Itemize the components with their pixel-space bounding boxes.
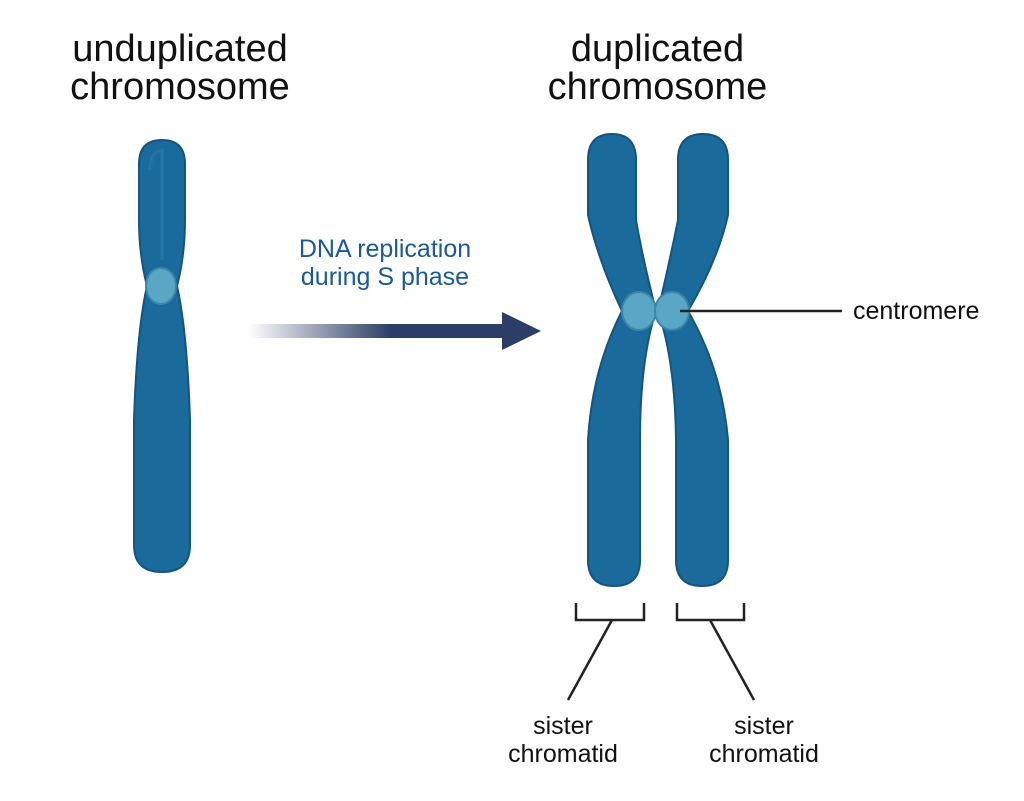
sister-chromatid-label-right-line1: sister [734,712,794,740]
process-label-line2: during S phase [300,263,470,291]
right-chromatid-bracket [675,603,756,701]
centromere-icon [145,267,177,305]
sister-chromatid-label-left: sister chromatid [488,712,638,768]
right-sister-chromatid [654,132,729,588]
sister-chromatid-label-left-line2: chromatid [508,740,618,768]
left-centromere-icon [621,291,657,331]
replication-arrow [248,312,541,350]
process-label: DNA replication during S phase [270,235,500,291]
centromere-label: centromere [853,297,980,325]
right-title: duplicated chromosome [535,30,780,106]
right-title-line1: duplicated [570,28,745,70]
left-title: unduplicated chromosome [60,30,300,106]
right-title-line2: chromosome [547,66,768,108]
sister-chromatid-label-left-line1: sister [533,712,593,740]
left-sister-chromatid [587,132,658,588]
unduplicated-chromosome [133,138,191,574]
left-title-line1: unduplicated [72,28,288,70]
left-title-line2: chromosome [70,66,290,108]
sister-chromatid-label-right: sister chromatid [689,712,839,768]
sister-chromatid-label-right-line2: chromatid [709,740,819,768]
left-chromatid-bracket [566,603,646,701]
process-label-line1: DNA replication [298,235,472,263]
